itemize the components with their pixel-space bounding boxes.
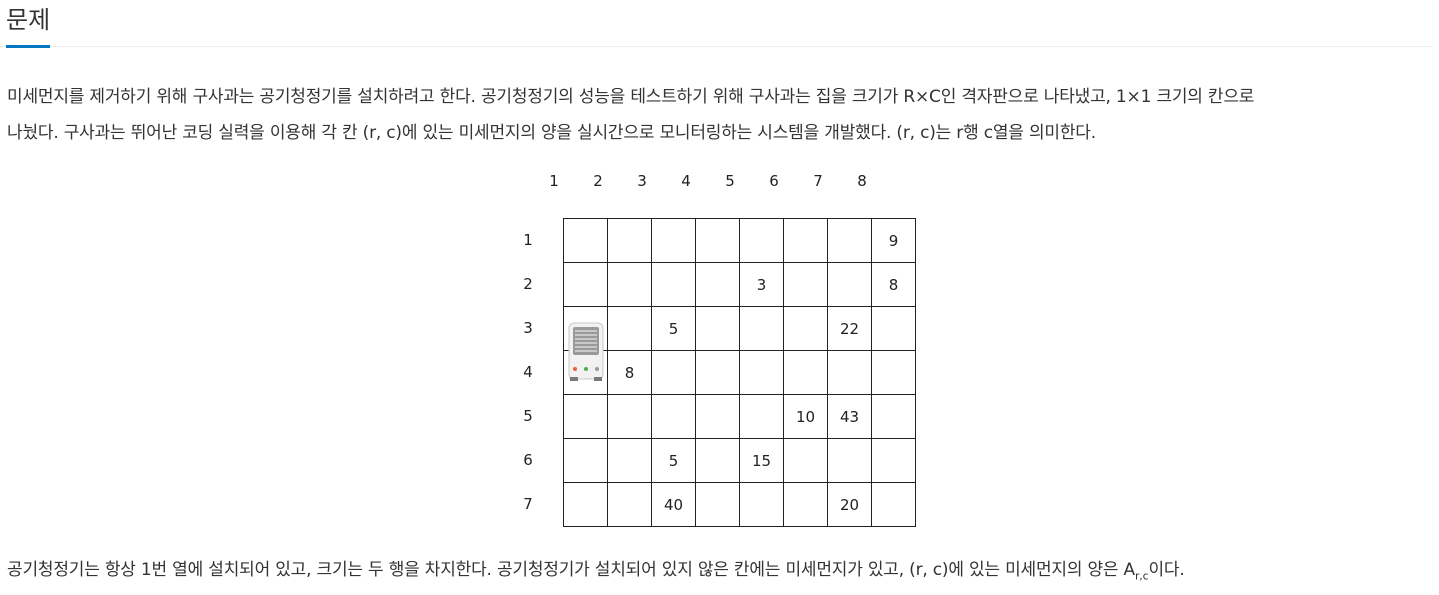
description-line-2: 나눴다. 구사과는 뛰어난 코딩 실력을 이용해 각 칸 (r, c)에 있는 … — [7, 123, 1096, 143]
grid-row: 5 15 — [563, 438, 916, 483]
grid-cell — [827, 350, 872, 395]
grid-cell — [739, 482, 784, 527]
grid-cell: 20 — [827, 482, 872, 527]
column-label: 1 — [549, 172, 559, 190]
grid-cell — [563, 482, 608, 527]
grid-cell — [607, 438, 652, 483]
grid-cell — [607, 482, 652, 527]
grid-cell — [607, 262, 652, 307]
section-title: 문제 — [6, 2, 51, 48]
grid-cell — [783, 218, 828, 263]
column-label: 4 — [681, 172, 691, 190]
row-label: 6 — [523, 451, 533, 469]
grid-cell — [607, 218, 652, 263]
description-line-1: 미세먼지를 제거하기 위해 구사과는 공기청정기를 설치하려고 한다. 공기청정… — [7, 87, 1255, 107]
grid-cell — [695, 482, 740, 527]
problem-header: 문제 — [0, 0, 1432, 48]
grid-cell — [695, 394, 740, 439]
problem-description: 미세먼지를 제거하기 위해 구사과는 공기청정기를 설치하려고 한다. 공기청정… — [7, 79, 1254, 151]
grid-cell: 8 — [607, 350, 652, 395]
grid-cell — [739, 306, 784, 351]
grid-cell — [783, 262, 828, 307]
grid-cell — [783, 350, 828, 395]
column-label: 6 — [769, 172, 779, 190]
column-label: 8 — [857, 172, 867, 190]
grid-cell — [695, 262, 740, 307]
column-label: 5 — [725, 172, 735, 190]
air-purifier-icon — [568, 322, 604, 381]
grid-cell: 5 — [651, 438, 696, 483]
row-label: 1 — [523, 231, 533, 249]
grid-cell: 3 — [739, 262, 784, 307]
grid-cell — [871, 350, 916, 395]
grid-cell: 8 — [871, 262, 916, 307]
grid-cell — [871, 482, 916, 527]
grid-cell — [695, 306, 740, 351]
grid-cell: 43 — [827, 394, 872, 439]
column-label: 2 — [593, 172, 603, 190]
grid-cell — [651, 262, 696, 307]
problem-footer-text: 공기청정기는 항상 1번 열에 설치되어 있고, 크기는 두 행을 차지한다. … — [7, 552, 1185, 594]
grid-cell — [563, 394, 608, 439]
row-label: 3 — [523, 319, 533, 337]
grid-cell — [695, 350, 740, 395]
grid-cell — [739, 394, 784, 439]
grid-cell — [827, 262, 872, 307]
grid-cell — [651, 218, 696, 263]
column-label: 3 — [637, 172, 647, 190]
grid-cell: 10 — [783, 394, 828, 439]
grid-cell — [871, 438, 916, 483]
footer-subscript: r,c — [1134, 569, 1149, 583]
grid-cell — [739, 350, 784, 395]
grid-row: 40 20 — [563, 482, 916, 527]
grid-cell: 9 — [871, 218, 916, 263]
grid-cell — [783, 482, 828, 527]
grid-row: 5 22 — [563, 306, 916, 351]
grid-cell — [783, 438, 828, 483]
footer-text-after: 이다. — [1148, 560, 1185, 580]
column-label: 7 — [813, 172, 823, 190]
grid-cell — [739, 218, 784, 263]
grid-cell — [695, 218, 740, 263]
grid-cell — [695, 438, 740, 483]
row-label: 4 — [523, 363, 533, 381]
grid-cell: 5 — [651, 306, 696, 351]
grid-row: 9 — [563, 218, 916, 263]
grid-cell — [871, 394, 916, 439]
row-label: 5 — [523, 407, 533, 425]
row-label: 2 — [523, 275, 533, 293]
grid-cell — [607, 306, 652, 351]
row-label: 7 — [523, 495, 533, 513]
grid-cell — [827, 218, 872, 263]
grid-cell — [563, 262, 608, 307]
grid-cell — [651, 350, 696, 395]
grid-cell: 15 — [739, 438, 784, 483]
grid-cell: 22 — [827, 306, 872, 351]
grid-cell — [827, 438, 872, 483]
grid-cell — [607, 394, 652, 439]
grid-row: 8 — [563, 350, 916, 395]
grid-cell — [563, 218, 608, 263]
grid-cell: 40 — [651, 482, 696, 527]
footer-text-before: 공기청정기는 항상 1번 열에 설치되어 있고, 크기는 두 행을 차지한다. … — [7, 560, 1135, 580]
grid-cell — [563, 438, 608, 483]
grid-cell — [783, 306, 828, 351]
grid-cell — [871, 306, 916, 351]
grid-cell — [651, 394, 696, 439]
